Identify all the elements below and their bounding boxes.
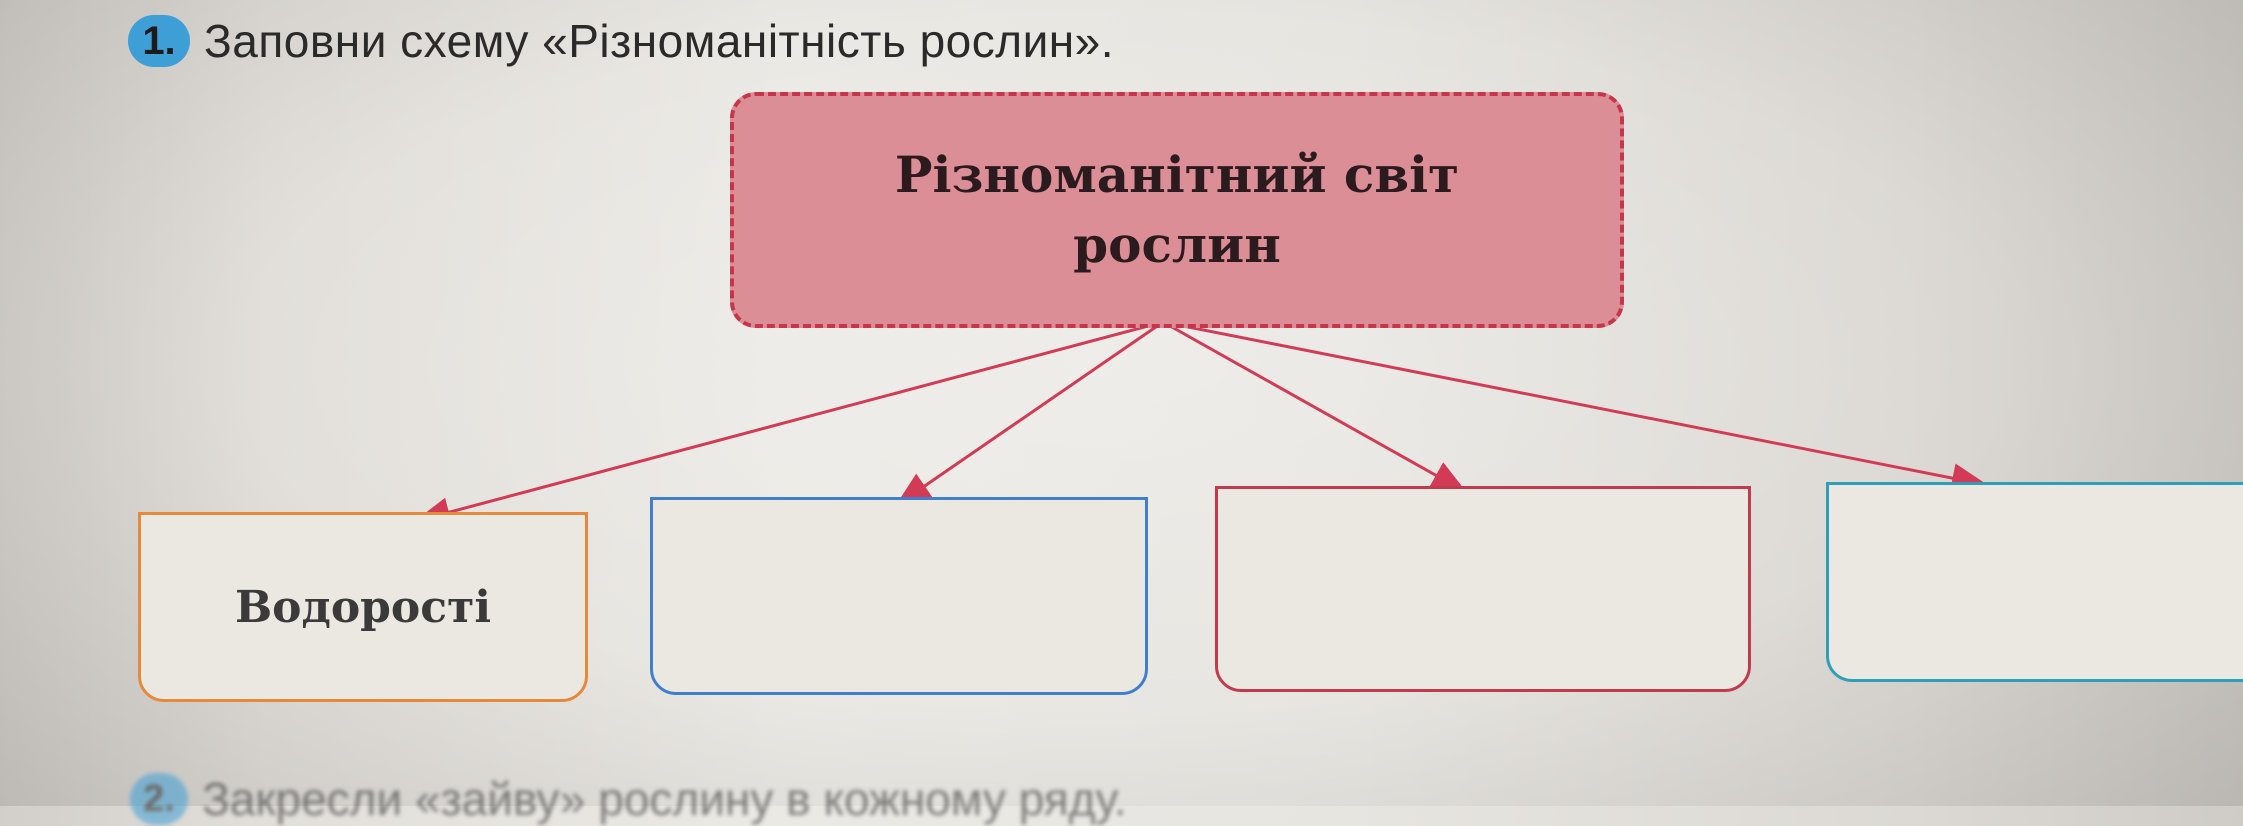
arrow-to-category-1: [414, 320, 1164, 527]
root-node-label: Різноманітний світ рослин: [894, 145, 1460, 274]
category-box-4[interactable]: [1826, 482, 2243, 682]
category-box-2[interactable]: [650, 497, 1148, 695]
root-node: Різноманітний світ рослин: [730, 92, 1624, 328]
task-header: 1. Заповни схему «Різноманітність рослин…: [128, 14, 1114, 68]
category-box-1[interactable]: Водорості: [138, 512, 588, 702]
category-box-3[interactable]: [1215, 486, 1751, 692]
arrow-to-category-4: [1162, 320, 1988, 493]
arrow-to-category-3: [1162, 320, 1468, 493]
connector-arrows: [414, 320, 1988, 527]
category-label-1: Водорості: [234, 581, 492, 633]
next-task-number-badge: 2.: [130, 773, 188, 825]
task-instruction: Заповни схему «Різноманітність рослин».: [204, 15, 1115, 67]
task-number-badge: 1.: [128, 15, 190, 67]
arrow-to-category-2: [895, 320, 1164, 507]
next-task-instruction: Закресли «зайву» рослину в кожному ряду.: [202, 773, 1127, 825]
next-task-header: 2. Закресли «зайву» рослину в кожному ря…: [130, 772, 1127, 826]
